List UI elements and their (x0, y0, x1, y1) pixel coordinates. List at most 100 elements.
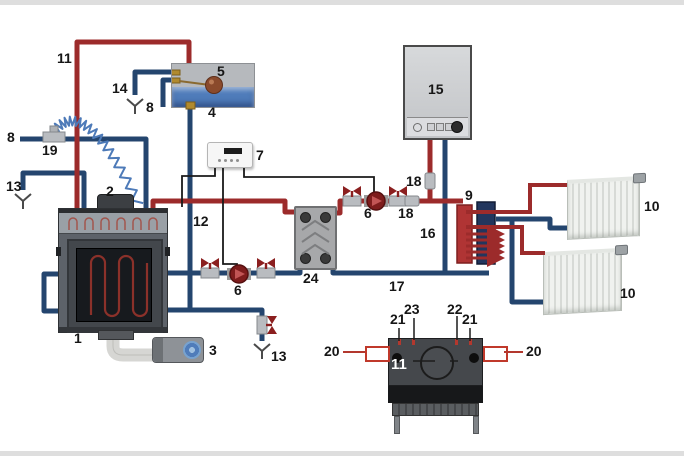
hx-chevrons (301, 219, 330, 255)
boiler-button-1[interactable] (427, 123, 435, 131)
fill-tee-19[interactable] (42, 125, 66, 143)
gas-boiler (403, 45, 472, 140)
controller-button-1[interactable] (218, 159, 221, 162)
boiler-small-knob[interactable] (413, 123, 422, 132)
pump-boiler-circuit[interactable] (364, 191, 388, 211)
hx-port-top-left (300, 212, 311, 223)
pipe-tank-fill-8 (160, 77, 172, 107)
label-stub-left: 21 (390, 311, 406, 327)
label-manifold: 9 (465, 187, 473, 203)
jacket-flue-collar (420, 346, 454, 380)
fitting-18-horizontal[interactable] (404, 195, 420, 207)
pump-fireplace-circuit[interactable] (227, 264, 251, 284)
label-stub-right: 21 (462, 311, 478, 327)
jacket-socket-left (412, 339, 415, 345)
hx-chevron-lines (301, 219, 330, 255)
manifold (456, 183, 567, 267)
float-ball-highlight (209, 79, 214, 85)
jacket-leg-right (473, 416, 479, 434)
label-cold-water-inlet: 8 (7, 129, 15, 145)
jacket-stub-left (398, 339, 401, 345)
temperature-controller (207, 142, 253, 168)
float-arm (178, 80, 211, 86)
valve-boiler-loop-right[interactable] (388, 186, 408, 207)
controller-display (224, 148, 242, 154)
fireplace-coil-art (68, 217, 158, 230)
fireplace-sill (59, 327, 167, 332)
fitting-18-vertical[interactable] (424, 172, 436, 190)
label-return-line: 17 (389, 278, 405, 294)
jacket-front-band (388, 386, 483, 403)
label-expansion-tank: 4 (208, 104, 216, 120)
funnel-bottom-13 (253, 343, 271, 359)
safety-coil-19 (50, 115, 144, 205)
valve-fireplace-return-left[interactable] (200, 258, 220, 279)
jacket-port-left (392, 353, 402, 363)
valves (200, 186, 408, 335)
label-radiator-lower: 10 (620, 285, 636, 301)
photo-edge-top (0, 0, 684, 5)
fireplace-latch-left (56, 247, 61, 256)
label-drain-bottom: 13 (271, 348, 287, 364)
valve-fireplace-return-right[interactable] (256, 258, 276, 279)
label-pump-boiler: 6 (364, 205, 372, 221)
glass-coil-art (89, 254, 149, 318)
valve-bottom-drain[interactable] (256, 315, 277, 335)
fan-blade (183, 341, 201, 359)
boiler-main-knob[interactable] (451, 121, 463, 133)
jacket-leaders (343, 316, 523, 362)
label-sensor-socket-right: 22 (447, 301, 463, 317)
valve-boiler-loop-left[interactable] (342, 186, 362, 207)
funnel-left-13 (14, 193, 32, 209)
air-intake-fan (152, 337, 204, 363)
label-outlet-right: 20 (526, 343, 542, 359)
float-valve-art (172, 69, 223, 94)
jacket-grille (392, 403, 479, 416)
pipe-fireplace-supply (150, 198, 296, 215)
label-float-valve: 5 (217, 63, 225, 79)
drain-funnels (14, 98, 271, 359)
fittings (42, 101, 436, 207)
fireplace-latch-right (165, 247, 170, 256)
pipe-overflow-14 (132, 69, 171, 95)
label-shutoff-lower: 18 (398, 205, 414, 221)
outlet-highlight-left (365, 346, 390, 362)
fireplace-top-edge (59, 209, 167, 213)
jacket-coil-top (68, 217, 158, 230)
feed-radiator-upper[interactable] (466, 183, 567, 214)
air-intake-duct (106, 323, 167, 362)
label-radiator-upper: 10 (644, 198, 660, 214)
label-sensor-socket-left: 23 (404, 301, 420, 317)
label-fan: 3 (209, 342, 217, 358)
label-controller: 7 (256, 147, 264, 163)
label-boiler-return: 16 (420, 225, 436, 241)
photo-edge-bottom (0, 451, 684, 456)
hx-port-bottom-left (300, 253, 311, 264)
label-outlet-left: 20 (324, 343, 340, 359)
plate-heat-exchanger (294, 206, 337, 270)
fan-end-cap (153, 338, 163, 362)
pipe-radiator-returns (496, 216, 567, 305)
fireplace-with-water-jacket (56, 208, 170, 333)
tank-bottom-fitting (185, 101, 196, 110)
hx-port-bottom-right (320, 253, 331, 264)
wire-pump-boiler (243, 166, 375, 195)
hx-port-top-right (320, 212, 331, 223)
controller-button-3[interactable] (230, 159, 233, 162)
label-pump-fireplace: 6 (234, 282, 242, 298)
boiler-button-2[interactable] (436, 123, 444, 131)
water-coil (89, 254, 149, 318)
label-shutoff-upper: 18 (406, 173, 422, 189)
jacket-stub-right (469, 339, 472, 345)
label-gas-boiler: 15 (428, 81, 444, 97)
fireplace-glass (76, 248, 152, 322)
controller-button-2[interactable] (224, 159, 227, 162)
controller-button-4[interactable] (236, 159, 239, 162)
label-overflow: 14 (112, 80, 128, 96)
tank-inlet-fitting-top (172, 69, 181, 76)
outlet-highlight-right (483, 346, 508, 362)
label-heat-exchanger: 24 (303, 270, 319, 286)
